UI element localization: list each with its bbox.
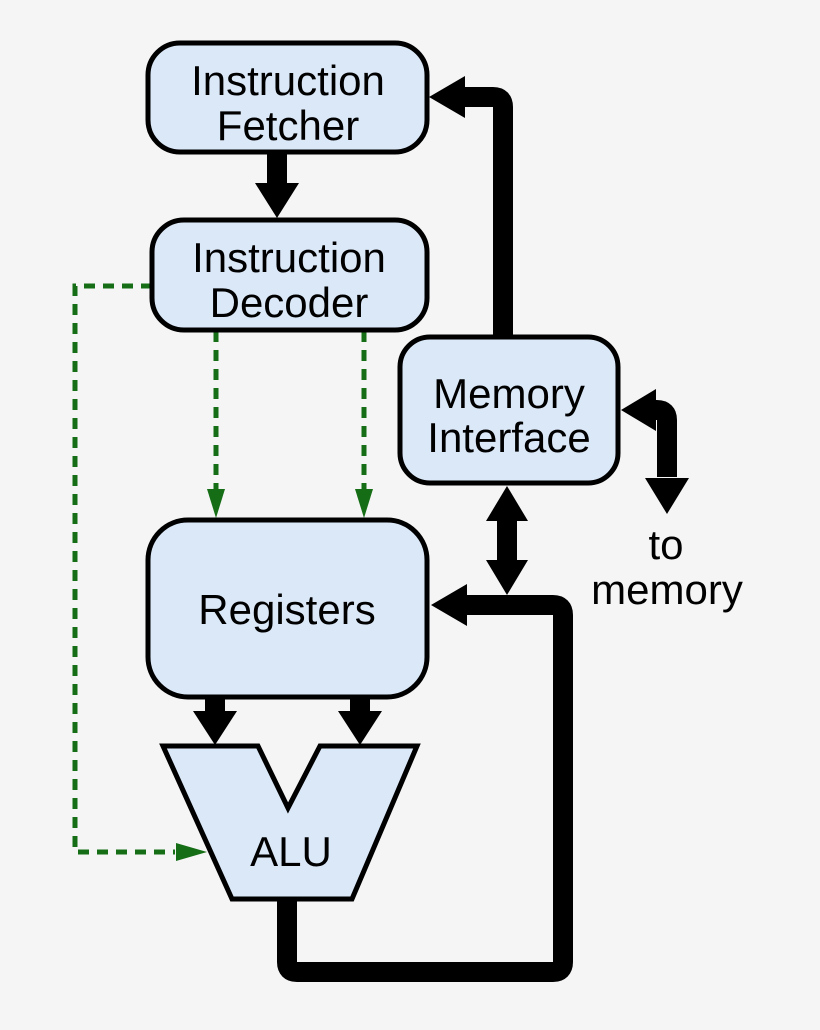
arrowhead-down-to-memory-icon bbox=[645, 478, 689, 514]
alu-label: ALU bbox=[250, 828, 332, 875]
instruction-decoder-box bbox=[149, 217, 430, 333]
data-path-edges bbox=[205, 87, 677, 982]
memory-interface-label-line2: Interface bbox=[427, 414, 590, 461]
node-instruction-fetcher: Instruction Fetcher bbox=[145, 40, 430, 155]
arrowhead-into-fetcher-icon bbox=[429, 76, 465, 118]
edge-decoder-to-registers-right-arrowhead-icon bbox=[355, 489, 373, 518]
node-instruction-decoder: Instruction Decoder bbox=[149, 217, 430, 333]
arrowhead-left-into-memif-icon bbox=[621, 389, 656, 431]
arrowhead-down-onto-bus-icon bbox=[486, 560, 528, 595]
edge-memif-to-memory-line bbox=[647, 400, 677, 477]
control-signal-edges bbox=[72, 283, 373, 861]
node-alu: ALU bbox=[159, 743, 421, 902]
registers-box bbox=[145, 517, 430, 700]
alu-shape bbox=[159, 743, 421, 902]
edge-decoder-to-registers-left-arrowhead-icon bbox=[207, 489, 225, 518]
arrowhead-into-alu-right-icon bbox=[338, 711, 382, 745]
arrowhead-into-registers-icon bbox=[431, 584, 467, 626]
edge-decoder-to-alu-arrowhead-icon bbox=[176, 843, 207, 861]
node-memory-interface: Memory Interface bbox=[397, 334, 621, 486]
instruction-fetcher-box bbox=[145, 40, 430, 155]
arrowhead-into-decoder-icon bbox=[255, 183, 299, 218]
registers-label: Registers bbox=[198, 586, 375, 633]
edge-alu-to-registers-loop-line bbox=[277, 595, 573, 982]
arrowhead-up-into-memif-icon bbox=[486, 486, 528, 521]
memory-interface-label-line1: Memory bbox=[433, 370, 585, 417]
node-registers: Registers bbox=[145, 517, 430, 700]
edge-decoder-to-alu-dashed-line bbox=[72, 283, 175, 855]
arrowhead-into-alu-left-icon bbox=[193, 711, 237, 745]
edge-memif-to-fetcher-line bbox=[462, 87, 513, 340]
annotation-to-memory: to memory bbox=[591, 521, 743, 613]
instruction-decoder-label-line2: Decoder bbox=[210, 279, 369, 326]
to-memory-label-line2: memory bbox=[591, 566, 743, 613]
instruction-fetcher-label-line1: Instruction bbox=[191, 57, 385, 104]
instruction-decoder-label-line1: Instruction bbox=[192, 234, 386, 281]
instruction-fetcher-label-line2: Fetcher bbox=[217, 102, 359, 149]
to-memory-label-line1: to bbox=[648, 521, 683, 568]
memory-interface-box bbox=[397, 334, 621, 486]
data-path-arrowheads bbox=[193, 76, 689, 745]
